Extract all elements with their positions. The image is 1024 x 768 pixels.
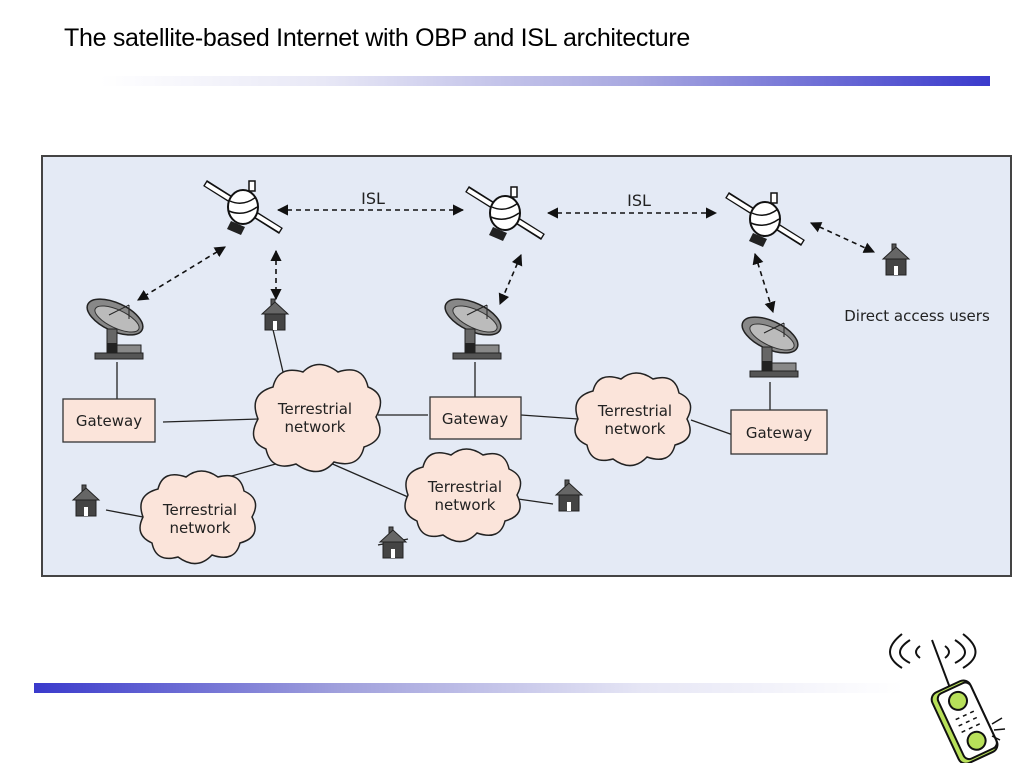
- cloud-label-line1: Terrestrial: [162, 501, 237, 519]
- terrestrial-network-cloud: Terrestrial network: [252, 363, 382, 473]
- radio-links: [137, 204, 876, 314]
- gateway-node: Gateway: [62, 398, 156, 443]
- cloud-label-line1: Terrestrial: [427, 478, 502, 496]
- gateway-label: Gateway: [76, 412, 142, 430]
- cloud-label-line1: Terrestrial: [277, 400, 352, 418]
- terrestrial-network-cloud: Terrestrial network: [574, 372, 692, 467]
- terrestrial-network-cloud: Terrestrial network: [404, 448, 522, 543]
- satellite-icon: [467, 187, 543, 241]
- gateway-node: Gateway: [429, 396, 522, 440]
- uplink-gateway-2: [498, 253, 523, 306]
- uplink-gateway-3: [752, 252, 776, 314]
- gateway-node: Gateway: [730, 409, 828, 455]
- slide-title: The satellite-based Internet with OBP an…: [64, 24, 691, 52]
- house-icon: [882, 243, 910, 276]
- architecture-diagram: ISL ISL Gateway Gateway Gateway Terrestr…: [41, 155, 1012, 577]
- satellite-dish-icon: [736, 308, 804, 378]
- cloud-label-line2: network: [170, 519, 231, 537]
- house-icon: [379, 526, 407, 559]
- mobile-phone-clipart-icon: [889, 633, 1006, 763]
- isl-label-1: ISL: [361, 189, 385, 208]
- cloud-label-line1: Terrestrial: [597, 402, 672, 420]
- cloud-label-line2: network: [285, 418, 346, 436]
- direct-access-users-label: Direct access users: [844, 307, 990, 325]
- house-icon: [261, 298, 289, 331]
- satellite-icon: [205, 181, 281, 235]
- satellite-dish-icon: [81, 290, 149, 360]
- title-underline-bar: [100, 76, 990, 86]
- satellite-icon: [727, 193, 803, 247]
- house-icon: [555, 479, 583, 512]
- terrestrial-network-cloud: Terrestrial network: [139, 470, 257, 565]
- satellite-dish-icon: [439, 290, 507, 360]
- direct-access-link: [809, 222, 876, 253]
- footer-bar: [34, 683, 904, 693]
- diagram-canvas: ISL ISL Gateway Gateway Gateway Terrestr…: [62, 157, 990, 565]
- house-icon: [72, 484, 100, 517]
- cloud-label-line2: network: [435, 496, 496, 514]
- cloud-label-line2: network: [605, 420, 666, 438]
- isl-label-2: ISL: [627, 191, 651, 210]
- uplink-gateway-1: [137, 246, 226, 301]
- gateway-label: Gateway: [746, 424, 812, 442]
- gateway-label: Gateway: [442, 410, 508, 428]
